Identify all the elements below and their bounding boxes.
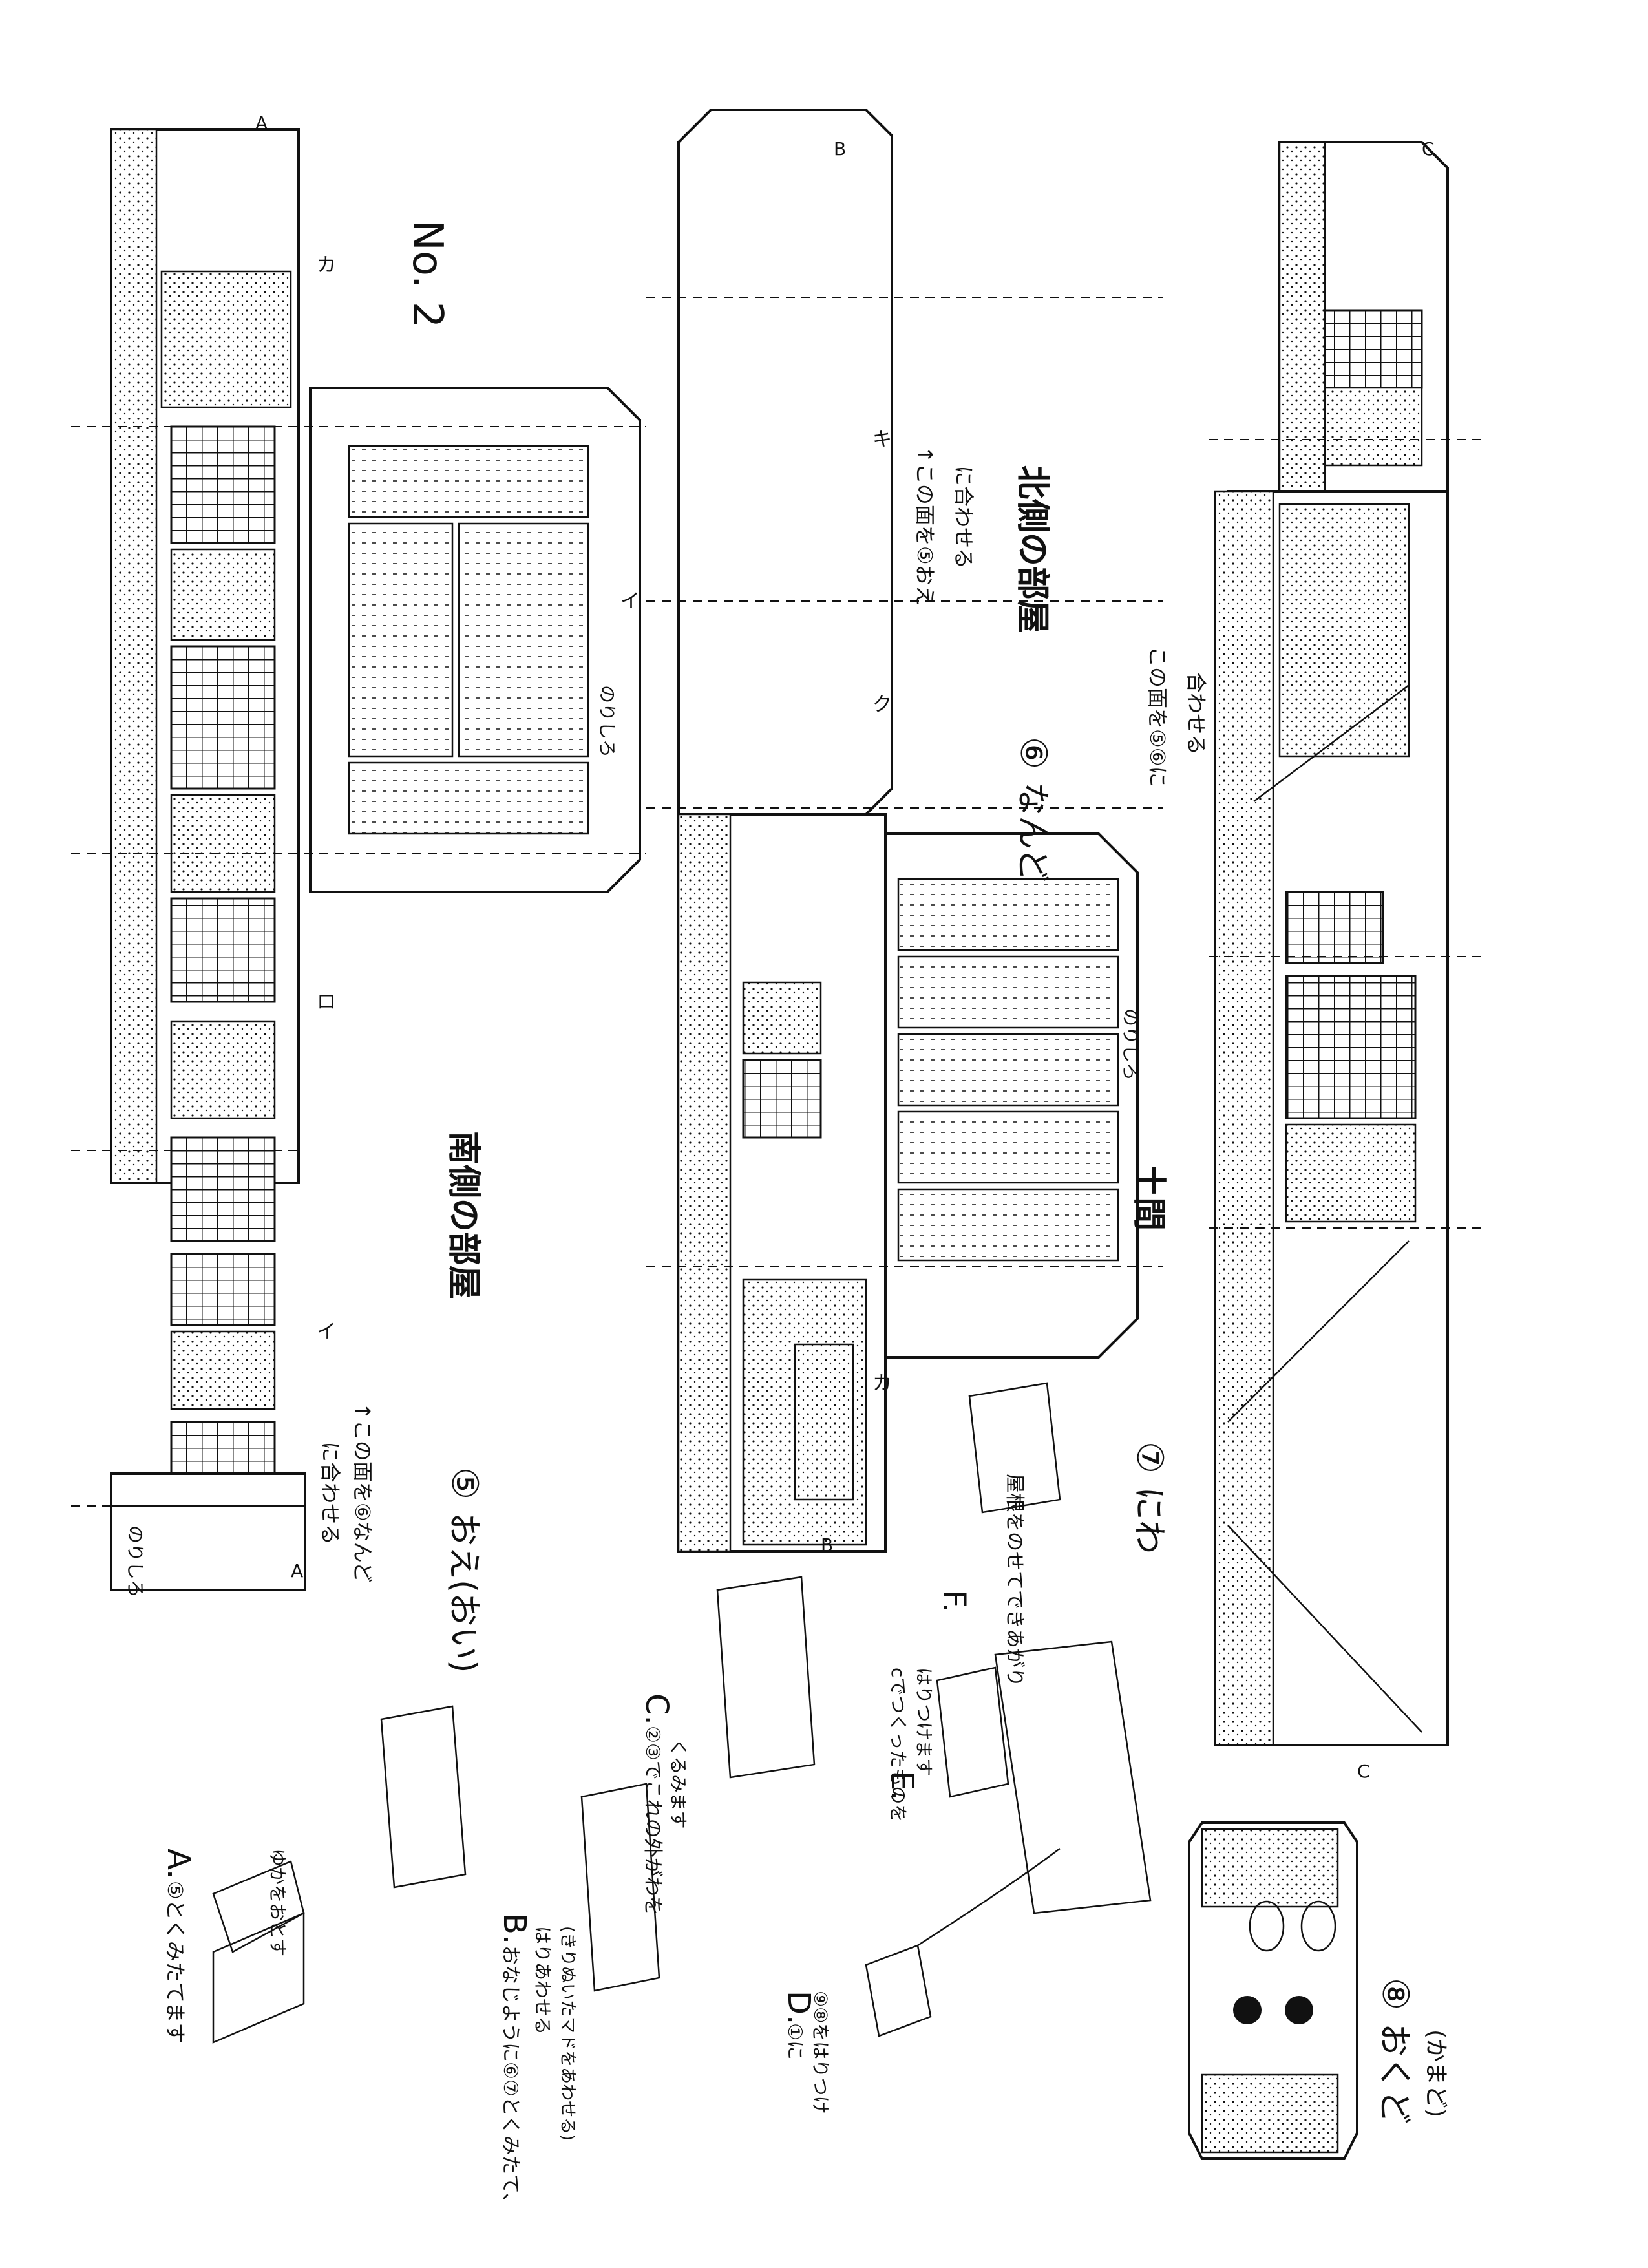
- step-f-text: 屋根をのせてできあがり: [1003, 1474, 1026, 1687]
- part-6-title: なんど: [1013, 782, 1051, 882]
- tab-label-ka-5: カ: [317, 254, 336, 277]
- part-8-caption: ⑧ おくど (かまど): [1374, 1978, 1449, 2124]
- tab-label-b-bottom: B: [821, 1534, 833, 1556]
- part-5-note-join: に合わせる: [318, 1441, 343, 1545]
- part-6-note-arrow: ↑この面を⑤おえ: [913, 446, 937, 606]
- step-a-key: A.: [160, 1849, 196, 1879]
- part-7-number: ⑦: [1128, 1441, 1170, 1474]
- stove-hole-icon: [1285, 1996, 1313, 2024]
- tab-label-a-bottom: A: [291, 1560, 303, 1582]
- tab-label-i-5: イ: [317, 1320, 336, 1343]
- part-8-title: おくど: [1375, 2023, 1413, 2124]
- tab-label-ro-5: ロ: [317, 991, 336, 1013]
- step-d-key: D.: [781, 1991, 817, 2024]
- part-5-number: ⑤: [443, 1467, 485, 1500]
- tab-label-b-top: B: [834, 138, 846, 160]
- step-e-key: E.: [884, 1771, 920, 1801]
- part-7-note-join: 合わせる: [1184, 672, 1209, 755]
- glue-label-5-bottom: のりしろ: [125, 1525, 146, 1598]
- step-c-text: ②③でこれの外がわを: [641, 1726, 664, 1916]
- part-5-subtitle: 南側の部屋: [444, 1131, 483, 1299]
- part-8-number: ⑧: [1374, 1978, 1416, 2010]
- part-6-subtitle: 北側の部屋: [1013, 465, 1051, 633]
- step-e-text: cでつくったものを: [887, 1668, 909, 1822]
- stove-hole-icon: [1233, 1996, 1262, 2024]
- part-8-net: [1188, 1821, 1358, 2160]
- part-8-subtitle: (かまど): [1422, 2030, 1449, 2117]
- tab-label-ku-6: ク: [872, 694, 892, 716]
- step-b: B. おなじように⑥⑦とくみたて、 はりあわせる (きりぬいたマドをあわせる): [496, 1783, 660, 2212]
- part-6-number: ⑥: [1012, 737, 1054, 769]
- part-5-net: [71, 128, 646, 1591]
- part-6-net: [646, 109, 1163, 1553]
- arrow-icon: [917, 1847, 1061, 1947]
- glue-label-floor: のりしろ: [597, 685, 618, 758]
- page-number: No. 2: [403, 220, 451, 328]
- step-d: D. ①に ⑨⑧をはりつけ: [781, 1847, 1061, 2114]
- step-c-extra: くるみます: [668, 1739, 689, 1828]
- part-6-note-join: に合わせる: [951, 465, 976, 569]
- part-7-title: にわ: [1129, 1487, 1168, 1554]
- step-e: E. cでつくったものを はりつけます: [884, 1640, 1152, 1914]
- step-b-extra: はりあわせる: [532, 1926, 553, 2035]
- part-6-caption: ↑この面を⑤おえ に合わせる ⑥ なんど 北側の部屋: [913, 446, 1054, 882]
- tab-label-ki-6: キ: [872, 429, 892, 451]
- tab-label-c-top: C: [1422, 138, 1435, 160]
- step-f-key: F.: [936, 1590, 972, 1613]
- step-b-text: おなじように⑥⑦とくみたて、: [499, 1945, 522, 2212]
- part-5-note-arrow: ↑この面を⑥なんど: [350, 1403, 375, 1583]
- step-d-extra: ⑨⑧をはりつけ: [810, 1991, 831, 2114]
- part-5-title: おえ(おい): [444, 1512, 483, 1673]
- step-b-extra2: (きりぬいたマドをあわせる): [558, 1926, 577, 2141]
- part-7-net: [1209, 141, 1486, 1746]
- tab-label-i-floor: イ: [620, 590, 640, 613]
- tab-label-a-top: A: [255, 112, 268, 134]
- step-b-key: B.: [496, 1913, 533, 1944]
- step-f: F. 屋根をのせてできあがり: [936, 1382, 1061, 1687]
- part-7-caption: この面を⑤⑥に 合わせる ⑦ にわ 土間: [1128, 646, 1209, 1554]
- step-c-key: C.: [639, 1693, 675, 1725]
- tab-label-c-bottom: C: [1357, 1761, 1370, 1782]
- step-a: A. ⑤とくみたてます ゆかをおとす: [160, 1705, 467, 2044]
- step-c: C. ②③でこれの外がわを くるみます: [639, 1576, 816, 1916]
- step-e-extra: はりつけます: [913, 1668, 935, 1776]
- glue-label-6: のりしろ: [1120, 1008, 1141, 1081]
- step-d-text: ①に: [783, 2023, 806, 2060]
- part-7-note-arrow: この面を⑤⑥に: [1145, 646, 1170, 787]
- part-5-caption: ↑この面を⑥なんど に合わせる ⑤ おえ(おい) 南側の部屋: [318, 1131, 485, 1673]
- tab-label-ka-6: カ: [872, 1372, 892, 1395]
- step-a-text: ⑤とくみたてます: [163, 1881, 187, 2043]
- part-7-subtitle: 土間: [1129, 1163, 1168, 1231]
